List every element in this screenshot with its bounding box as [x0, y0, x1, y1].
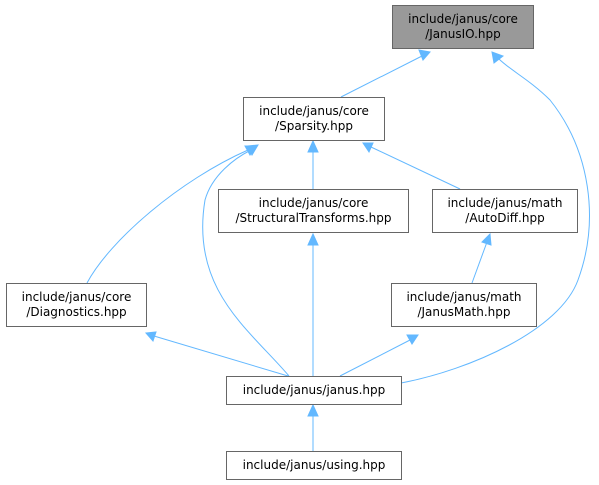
- edge-line: [400, 58, 590, 384]
- edge-janus-to-sparsity: [202, 144, 290, 377]
- edge-line: [339, 339, 411, 377]
- edge-janus-to-diagnostics: [144, 331, 289, 377]
- node-box: [226, 451, 402, 480]
- node-label: include/janus/janus.hpp: [243, 383, 386, 397]
- edge-janus-to-structural: [307, 232, 319, 376]
- arrowhead: [418, 49, 431, 61]
- node-janus[interactable]: include/janus/janus.hpp: [226, 376, 402, 405]
- node-janusio[interactable]: include/janus/core/JanusIO.hpp: [392, 5, 534, 49]
- node-box: [218, 189, 409, 233]
- node-label: include/janus/using.hpp: [243, 458, 386, 472]
- arrowhead: [362, 142, 374, 154]
- edge-structural-to-sparsity: [307, 139, 319, 189]
- edge-line: [370, 146, 461, 190]
- edge-janusmath-to-autodiff: [471, 232, 492, 284]
- node-label: include/janus/core: [259, 196, 369, 210]
- arrowhead: [481, 232, 492, 246]
- node-box: [432, 189, 578, 233]
- node-label: /StructuralTransforms.hpp: [235, 211, 391, 225]
- node-autodiff[interactable]: include/janus/math/AutoDiff.hpp: [432, 189, 578, 233]
- arrowhead: [307, 232, 319, 246]
- node-structural[interactable]: include/janus/core/StructuralTransforms.…: [218, 189, 409, 233]
- edge-line: [340, 55, 423, 98]
- edge-line: [471, 241, 488, 284]
- node-label: /Diagnostics.hpp: [26, 305, 126, 319]
- node-using[interactable]: include/janus/using.hpp: [226, 451, 402, 480]
- edge-line: [86, 149, 249, 284]
- arrowhead: [307, 139, 319, 153]
- edges-layer: [86, 49, 590, 451]
- node-diagnostics[interactable]: include/janus/core/Diagnostics.hpp: [6, 283, 147, 327]
- edge-janus-to-janusmath: [339, 334, 419, 377]
- node-box: [6, 283, 147, 327]
- edge-line: [202, 149, 290, 377]
- node-label: include/janus/core: [259, 104, 369, 118]
- node-label: /Sparsity.hpp: [275, 119, 353, 133]
- arrowhead: [144, 331, 157, 342]
- node-label: include/janus/math: [447, 196, 562, 210]
- edge-janus-to-janusio: [400, 51, 590, 384]
- node-label: include/janus/math: [406, 290, 521, 304]
- edge-sparsity-to-janusio: [340, 49, 431, 98]
- arrowhead: [246, 144, 259, 156]
- node-box: [391, 283, 537, 327]
- node-label: include/janus/core: [22, 290, 132, 304]
- node-box: [226, 376, 402, 405]
- node-sparsity[interactable]: include/janus/core/Sparsity.hpp: [243, 97, 385, 141]
- arrowhead: [307, 403, 319, 417]
- nodes-layer: include/janus/core/JanusIO.hppinclude/ja…: [6, 5, 578, 480]
- node-box: [392, 5, 534, 49]
- arrowhead: [491, 51, 505, 64]
- node-box: [243, 97, 385, 141]
- edge-using-to-janus: [307, 403, 319, 451]
- arrowhead: [406, 334, 419, 345]
- node-label: /JanusIO.hpp: [425, 27, 501, 41]
- edge-line: [153, 335, 289, 377]
- node-label: include/janus/core: [408, 12, 518, 26]
- node-label: /JanusMath.hpp: [417, 305, 510, 319]
- node-janusmath[interactable]: include/janus/math/JanusMath.hpp: [391, 283, 537, 327]
- node-label: /AutoDiff.hpp: [465, 211, 544, 225]
- edge-autodiff-to-sparsity: [362, 142, 461, 190]
